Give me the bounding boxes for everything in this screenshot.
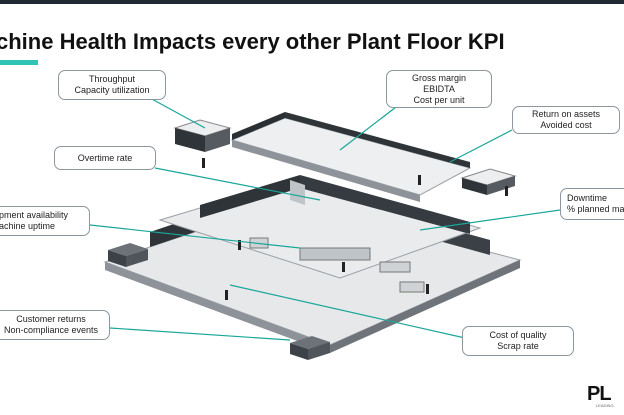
callout-line: Throughput: [88, 74, 136, 84]
truck-bottom: [290, 336, 330, 360]
callout-line: Scrap rate: [497, 341, 539, 351]
company-logo-subtext: LEADING: [596, 403, 614, 408]
top-bar: [0, 0, 624, 4]
callout-line: pment availability: [0, 210, 69, 220]
equipment-availability-callout: pment availability achine uptime: [0, 206, 90, 236]
callout-line: Gross margin: [411, 72, 466, 83]
callout-line: achine uptime: [0, 221, 56, 231]
callout-line: Non-compliance events: [3, 325, 99, 335]
title-accent-bar: [0, 60, 38, 65]
callout-line: Overtime rate: [77, 152, 133, 163]
callout-line: EBIDTA: [423, 83, 455, 94]
cost-of-quality-callout: Cost of quality Scrap rate: [462, 326, 574, 356]
truck-left: [108, 243, 148, 267]
right-annex: [460, 168, 517, 195]
top-floor: [230, 112, 472, 205]
callout-line: Downtime: [567, 193, 608, 203]
callout-line: Avoided cost: [540, 120, 592, 130]
callout-line: Return on assets: [531, 109, 601, 119]
customer-returns-callout: Customer returns Non-compliance events: [0, 310, 110, 340]
left-annex: [173, 119, 232, 152]
company-logo: PL: [587, 383, 612, 405]
callout-line: Cost of quality: [489, 330, 547, 340]
overtime-callout: Overtime rate: [54, 146, 156, 170]
callout-line: % planned ma: [567, 204, 624, 214]
callout-line: Customer returns: [16, 314, 86, 324]
leader-lines: [89, 97, 561, 341]
downtime-callout: Downtime % planned ma: [560, 188, 624, 220]
workers: [202, 158, 508, 300]
callout-line: Cost per unit: [413, 94, 465, 105]
callout-line: Capacity utilization: [74, 85, 150, 95]
gross-margin-callout: Gross margin EBIDTA Cost per unit: [386, 70, 492, 108]
middle-floor: [158, 175, 482, 293]
return-on-assets-callout: Return on assets Avoided cost: [512, 106, 620, 134]
throughput-callout: Throughput Capacity utilization: [58, 70, 166, 100]
slide-title: chine Health Impacts every other Plant F…: [0, 29, 505, 54]
